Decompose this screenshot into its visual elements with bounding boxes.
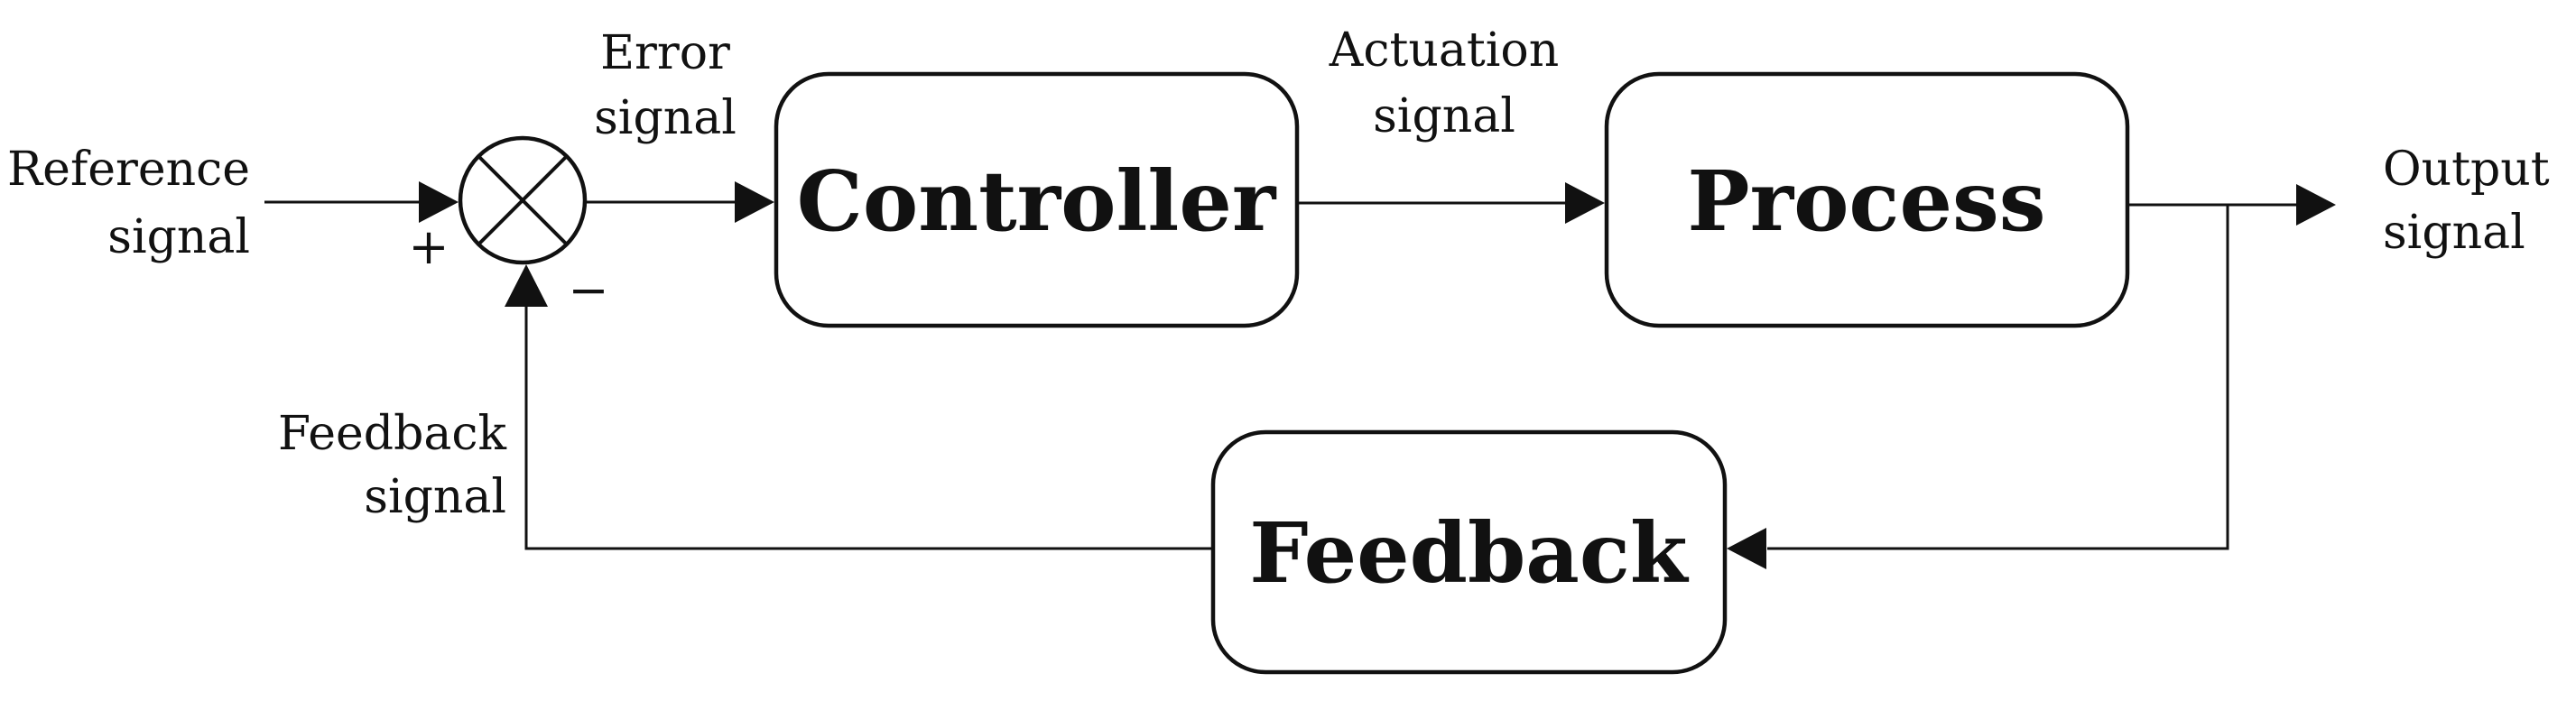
- arrowhead-feedback-into-junction-icon: [505, 264, 548, 307]
- feedback-block: Feedback: [1210, 429, 1728, 675]
- feedback-signal-label: Feedback signal: [278, 407, 506, 524]
- output-signal-label-line1: Output: [2383, 143, 2550, 197]
- output-signal-label-line2: signal: [2383, 206, 2525, 260]
- error-signal-label-line2: signal: [594, 91, 737, 145]
- arrowhead-output-icon: [2296, 184, 2336, 226]
- controller-block-label: Controller: [797, 152, 1277, 250]
- feedback-block-label: Feedback: [1249, 504, 1690, 602]
- actuation-signal-label: Actuation signal: [1329, 23, 1559, 143]
- output-signal-label: Output signal: [2383, 143, 2550, 260]
- minus-sign: −: [568, 262, 608, 318]
- arrowhead-into-controller-icon: [735, 181, 774, 223]
- actuation-signal-label-line1: Actuation: [1329, 23, 1559, 78]
- feedback-return-wire: [524, 305, 1213, 550]
- arrowhead-into-feedback-icon: [1727, 528, 1766, 569]
- process-block-label: Process: [1687, 152, 2045, 250]
- summing-junction-cross-line-2: [477, 154, 569, 246]
- controller-block-rect: [774, 71, 1300, 328]
- feedback-signal-label-line1: Feedback: [278, 407, 506, 461]
- arrowhead-into-process-icon: [1565, 182, 1605, 224]
- process-block: Process: [1604, 71, 2130, 328]
- process-block-rect: [1604, 71, 2130, 328]
- error-signal-label-line1: Error: [600, 26, 730, 80]
- feedback-branch-wire: [1767, 205, 2229, 550]
- error-signal-label: Error signal: [594, 26, 737, 145]
- reference-signal-label-line1: Reference: [7, 143, 250, 197]
- feedback-block-rect: [1210, 429, 1728, 675]
- feedback-signal-label-line2: signal: [364, 470, 506, 524]
- arrowhead-into-junction-icon: [419, 181, 459, 223]
- reference-signal-label-line2: signal: [107, 210, 250, 264]
- controller-block: Controller: [774, 71, 1300, 328]
- summing-junction-icon: [458, 135, 588, 265]
- plus-sign: +: [408, 218, 449, 275]
- actuation-signal-label-line2: signal: [1373, 89, 1515, 143]
- reference-signal-label: Reference signal: [7, 143, 250, 264]
